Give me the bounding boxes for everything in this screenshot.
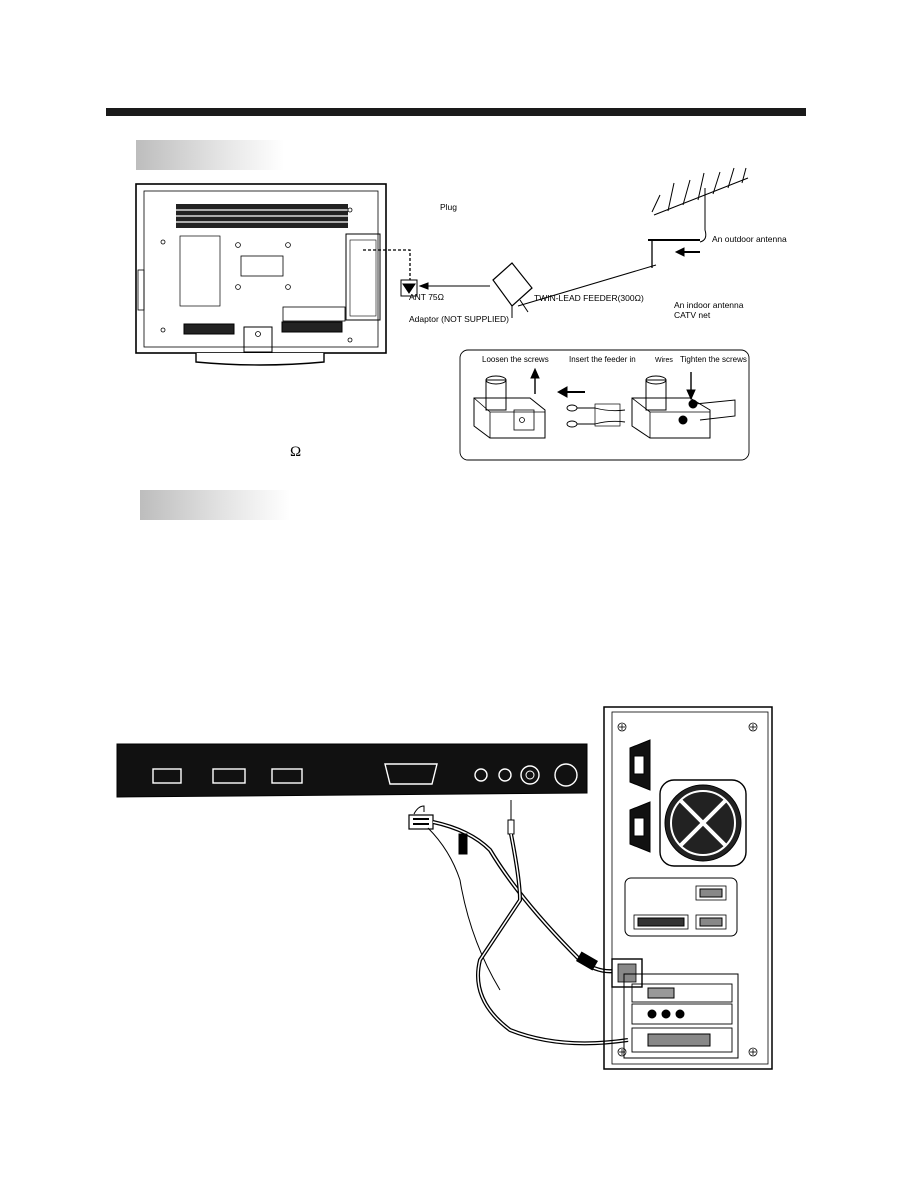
label-tighten-screws: Tighten the screws — [680, 355, 747, 364]
outdoor-antenna — [648, 167, 749, 268]
vga-audio-cable — [408, 800, 643, 1046]
ant-leader-line — [363, 249, 490, 297]
label-catv-net: CATV net — [674, 310, 711, 320]
section-tab-pc — [140, 490, 290, 520]
label-adaptor: Adaptor (NOT SUPPLIED) — [409, 314, 509, 324]
header-rule — [106, 108, 806, 116]
section-tab-antenna — [136, 140, 284, 170]
adaptor-plug — [492, 262, 657, 318]
label-indoor-antenna: An indoor antenna — [674, 300, 744, 310]
label-loosen-screws: Loosen the screws — [482, 355, 549, 364]
label-insert-feeder: Insert the feeder in — [569, 355, 636, 364]
label-twin-lead-feeder: TWIN-LEAD FEEDER(300Ω) — [534, 293, 644, 303]
tv-connector-panel — [116, 743, 588, 798]
omega-symbol: Ω — [290, 444, 302, 460]
label-ant-port: ANT 75Ω — [409, 292, 445, 302]
label-outdoor-antenna: An outdoor antenna — [712, 234, 787, 244]
label-plug: Plug — [440, 202, 458, 212]
pc-tower-illustration — [603, 706, 773, 1070]
feeder-steps-box — [459, 349, 750, 461]
label-wires: Wires — [655, 357, 673, 364]
tv-back-illustration — [135, 183, 387, 366]
